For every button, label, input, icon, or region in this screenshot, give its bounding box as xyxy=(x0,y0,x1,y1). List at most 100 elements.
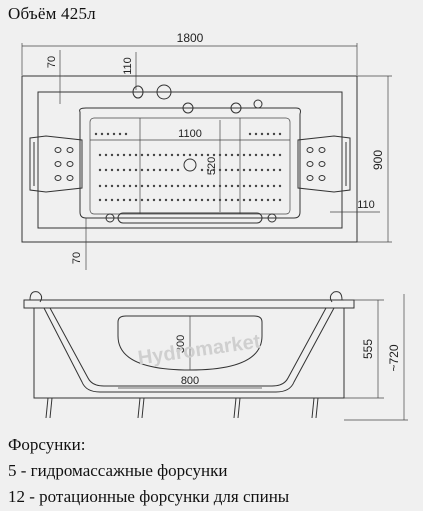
dim-top-offset-jets-label: 110 xyxy=(122,57,134,75)
jet-dot xyxy=(248,132,252,136)
jet-dot xyxy=(266,168,270,172)
jet-dot xyxy=(106,132,110,136)
jet-dot xyxy=(170,153,174,157)
leg-4b xyxy=(315,397,319,419)
jet-dot xyxy=(122,168,126,172)
jet-dot xyxy=(122,153,126,157)
back-jet xyxy=(318,147,326,153)
jet-top-1 xyxy=(182,102,194,114)
jet-dot xyxy=(118,132,122,136)
jet-dot xyxy=(104,198,108,202)
leg-1 xyxy=(45,397,49,419)
jet-dot xyxy=(134,168,138,172)
back-jet xyxy=(54,147,62,153)
volume-title: Объём 425л xyxy=(8,4,96,23)
jet-top-2 xyxy=(230,102,242,114)
tub-floor xyxy=(89,117,291,215)
leg-3b xyxy=(237,397,241,419)
jet-dot xyxy=(230,184,234,188)
jet-dot xyxy=(164,198,168,202)
jet-dot xyxy=(116,184,120,188)
back-jet xyxy=(306,147,314,153)
jet-dot xyxy=(236,153,240,157)
jet-dot xyxy=(272,184,276,188)
drain-icon xyxy=(183,158,197,172)
jet-dot xyxy=(254,132,258,136)
jet-dot xyxy=(182,198,186,202)
jet-dot xyxy=(194,184,198,188)
jet-dot xyxy=(278,132,282,136)
jet-dot xyxy=(104,184,108,188)
dim-seat-width-label: 800 xyxy=(181,375,199,387)
jet-dot xyxy=(122,198,126,202)
jet-dot xyxy=(200,198,204,202)
leg-3 xyxy=(233,397,237,419)
jet-dot xyxy=(100,132,104,136)
dim-depth-label: 555 xyxy=(361,339,375,359)
dim-bottom-offset-label: 70 xyxy=(71,252,83,264)
jet-dot xyxy=(248,153,252,157)
back-jet xyxy=(66,175,74,181)
dim-total-label: ~720 xyxy=(387,344,401,371)
jet-bottom-1 xyxy=(105,213,115,223)
jet-dot xyxy=(254,153,258,157)
side-rim xyxy=(23,299,355,309)
jet-dot xyxy=(260,168,264,172)
jet-dot xyxy=(254,198,258,202)
jet-dot xyxy=(260,132,264,136)
jet-dot xyxy=(188,153,192,157)
jet-dot xyxy=(206,168,210,172)
jet-dot xyxy=(188,184,192,188)
jet-dot xyxy=(278,198,282,202)
jet-dot xyxy=(260,198,264,202)
jet-dot xyxy=(278,168,282,172)
jet-dot xyxy=(164,168,168,172)
jet-dot xyxy=(182,153,186,157)
jet-dot xyxy=(254,184,258,188)
jet-dot xyxy=(266,132,270,136)
jet-dot xyxy=(170,184,174,188)
back-jet xyxy=(318,161,326,167)
side-inner-contour-2 xyxy=(49,307,327,387)
dim-seat-depth-label: 300 xyxy=(175,335,187,353)
jet-dot xyxy=(104,168,108,172)
jet-dot xyxy=(272,153,276,157)
jet-dot xyxy=(134,198,138,202)
jet-dot xyxy=(140,198,144,202)
tub-outer-rim xyxy=(21,75,358,243)
jet-dot xyxy=(152,184,156,188)
jet-dot xyxy=(176,184,180,188)
jet-dot xyxy=(218,153,222,157)
jet-dot xyxy=(212,153,216,157)
jet-dot xyxy=(98,153,102,157)
jet-dot xyxy=(140,153,144,157)
jet-dot xyxy=(164,153,168,157)
left-back-jets xyxy=(54,147,74,181)
right-rim-curl xyxy=(329,291,343,303)
jet-dot xyxy=(176,198,180,202)
legend-item-rotational: 12 - ротационные форсунки для спины xyxy=(8,487,290,506)
jet-dot xyxy=(242,184,246,188)
jet-dot xyxy=(278,153,282,157)
jet-dot xyxy=(212,198,216,202)
jet-dot xyxy=(140,168,144,172)
control-knob-2 xyxy=(156,84,172,100)
side-view: 300 800 555 ~720 Hydromarket xyxy=(23,291,408,421)
jet-dot xyxy=(110,168,114,172)
jet-dot xyxy=(134,153,138,157)
jet-dot xyxy=(212,184,216,188)
jet-dot xyxy=(146,184,150,188)
jet-dot xyxy=(272,168,276,172)
jet-dot xyxy=(224,168,228,172)
jet-dot xyxy=(230,153,234,157)
back-jet xyxy=(54,175,62,181)
jet-dot xyxy=(176,153,180,157)
dim-width-label: 900 xyxy=(371,150,385,170)
jet-top-3 xyxy=(253,99,263,109)
jet-dot xyxy=(170,198,174,202)
back-jet xyxy=(54,161,62,167)
jet-dot xyxy=(182,184,186,188)
jet-dot xyxy=(272,132,276,136)
jet-dot xyxy=(152,168,156,172)
